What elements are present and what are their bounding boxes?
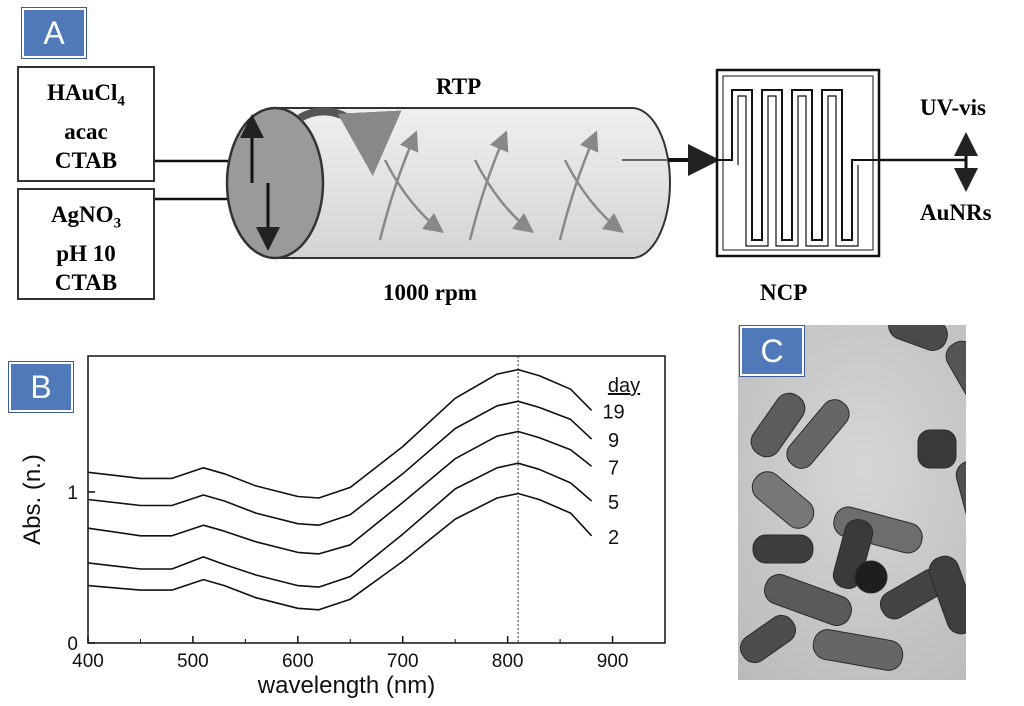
series-line-2	[87, 492, 593, 611]
output-aunrs-label: AuNRs	[920, 200, 992, 225]
legend-label-5: 5	[608, 492, 619, 514]
reagent-gold-salt: HAuCl4	[47, 80, 125, 110]
reagent-ph: pH 10	[56, 240, 116, 266]
reagent-box-silver: AgNO3 pH 10 CTAB	[17, 188, 155, 300]
x-tick-label: 400	[72, 651, 104, 672]
x-tick-label: 600	[282, 651, 314, 672]
reactor-label: RTP	[436, 74, 482, 99]
reactor-end-cap	[225, 106, 325, 260]
panel-label-a: A	[22, 8, 86, 58]
mixing-arrows	[378, 130, 624, 241]
y-axis-label: Abs. (n.)	[19, 454, 46, 545]
series-line-7	[87, 430, 593, 555]
reagent-box-gold: HAuCl4 acac CTAB	[17, 66, 155, 182]
speed-label: 1000 rpm	[383, 280, 477, 305]
legend-label-7: 7	[608, 457, 619, 479]
legend-label-9: 9	[608, 430, 619, 452]
series-line-19	[87, 368, 593, 499]
series-line-5	[87, 462, 593, 588]
x-tick-label: 800	[492, 651, 524, 672]
series-line-9	[87, 400, 593, 527]
coil-label: NCP	[760, 280, 808, 305]
legend-label-19: 19	[602, 401, 624, 423]
reagent-acac: acac	[64, 118, 108, 144]
x-tick-label: 700	[387, 651, 419, 672]
tem-image	[738, 325, 988, 680]
output-uvvis-label: UV-vis	[920, 95, 987, 120]
flow-schematic	[155, 68, 978, 260]
y-tick-label: 1	[67, 483, 78, 504]
panel-label-c: C	[740, 326, 804, 376]
panel-label-b: B	[9, 362, 73, 412]
x-axis-label: wavelength (nm)	[257, 672, 435, 699]
reagent-silver-salt: AgNO3	[50, 202, 122, 232]
plot-frame	[87, 355, 666, 644]
rotation-arrow	[297, 107, 402, 176]
legend-title: day	[608, 375, 640, 397]
legend-label-2: 2	[608, 527, 619, 549]
reagent-ctab-top: CTAB	[54, 147, 118, 173]
x-tick-label: 900	[597, 651, 629, 672]
y-tick-label: 0	[67, 634, 78, 655]
tem-micrograph	[738, 325, 988, 680]
serpentine-channel	[717, 89, 879, 241]
x-tick-label: 500	[177, 651, 209, 672]
reactor-tube	[274, 107, 671, 259]
reagent-ctab-bottom: CTAB	[54, 269, 118, 295]
